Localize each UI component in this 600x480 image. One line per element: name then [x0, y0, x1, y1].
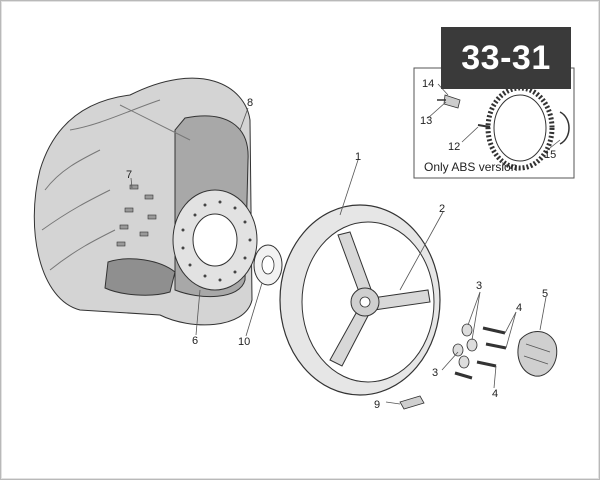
callout-9: 9	[374, 399, 380, 411]
abs-screw[interactable]	[477, 124, 491, 128]
brake-disc[interactable]	[172, 189, 258, 291]
diagram-code-badge: 33-31	[441, 27, 571, 89]
abs-version-label: Only ABS version	[424, 160, 518, 174]
disc-bolts[interactable]	[116, 184, 157, 247]
callout-12: 12	[448, 141, 460, 153]
callout-4-top: 4	[516, 302, 522, 314]
callout-1: 1	[355, 151, 361, 163]
hub-bolts[interactable]	[454, 326, 507, 380]
callout-8: 8	[247, 97, 253, 109]
spacer-ring[interactable]	[253, 244, 283, 286]
callout-3-top: 3	[476, 280, 482, 292]
callout-2: 2	[439, 203, 445, 215]
wheel-rim[interactable]	[279, 204, 441, 396]
abs-circlip[interactable]	[559, 111, 570, 145]
callout-7: 7	[126, 169, 132, 181]
callout-15: 15	[544, 149, 556, 161]
callout-5: 5	[542, 288, 548, 300]
hub-cover[interactable]	[517, 331, 558, 377]
callout-4-bottom: 4	[492, 388, 498, 400]
callout-3-bottom: 3	[432, 367, 438, 379]
callout-6: 6	[192, 335, 198, 347]
callout-14: 14	[422, 78, 434, 90]
callout-13: 13	[420, 115, 432, 127]
valve-sticker[interactable]	[399, 395, 425, 410]
abs-sensor[interactable]	[437, 94, 461, 109]
abs-phonic-wheel[interactable]	[485, 85, 555, 171]
callout-10: 10	[238, 336, 250, 348]
